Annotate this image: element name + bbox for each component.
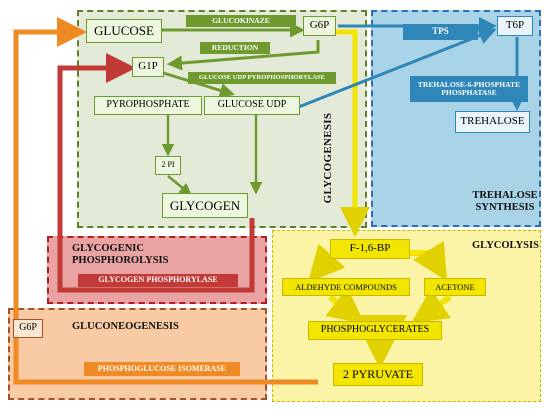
glucose-node: GLUCOSE [86, 19, 162, 43]
pyruvate-node: 2 PYRUVATE [333, 363, 423, 386]
t6p-node: T6P [497, 16, 533, 36]
acetone-node: ACETONE [424, 278, 486, 296]
glucose-udp-node: GLUCOSE UDP [204, 96, 300, 115]
aldehyde-to-phospho-arrow [325, 287, 365, 324]
tps-tag: TPS [403, 24, 478, 40]
gluconeogenesis-region [8, 308, 267, 400]
g6p-to-g1p-arrow [167, 40, 320, 71]
pyrophosphate-node: PYROPHOSPHATE [94, 96, 202, 115]
glucokinase-tag: GLUCOKINAZE [186, 15, 296, 27]
f16bp-to-aldehyde-arrow [308, 243, 346, 283]
g6p-top-node: G6P [303, 16, 336, 36]
g1p-node: G1P [132, 57, 164, 77]
f16bp-to-acetone-arrow [410, 241, 448, 282]
f16bp-node: F-1,6-BP [330, 239, 410, 259]
g6p-to-glycolysis-arrow [336, 29, 370, 237]
phosphorolysis-region [47, 236, 267, 304]
phosphoglucose-isomerase-tag: PHOSPHOGLUCOSE ISOMERASE [84, 362, 240, 376]
aldehyde-node: ALDEHYDE COMPOUNDS [282, 278, 410, 296]
reduction-tag: REDUCTION [200, 42, 270, 54]
t6p-phosphatase-tag: TREHALOSE-6-PHOSPHATE PHOSPHATASE [410, 76, 528, 102]
phosphoglycerates-node: PHOSPHOGLYCERATES [308, 321, 442, 340]
glycogen-phosphorylase-tag: GLYCOGEN PHOSPHORYLASE [78, 274, 238, 287]
udp-to-t6p-arrow [295, 27, 497, 110]
glycogen-node: GLYCOGEN [162, 193, 248, 218]
phosphorolysis-label: GLYCOGENIC PHOSPHOROLYSIS [72, 243, 169, 267]
glycogenesis-label: GLYCOGENESIS [322, 112, 334, 204]
g6p-left-node: G6P [13, 319, 43, 338]
udp-pyrophosphorylase-tag: GLUCOSE UDP PYROPHOSPHORYLASE [188, 72, 336, 84]
trehalose-node: TREHALOSE [455, 111, 530, 133]
2pi-to-glycogen-arrow [167, 175, 192, 196]
trehalose-label: TREHALOSE SYNTHESIS [472, 190, 538, 214]
two-pi-node: 2 PI [155, 156, 181, 175]
phosphorolysis-arrow [57, 53, 255, 293]
glycolysis-label: GLYCOLYSIS [472, 240, 539, 251]
gluconeogenesis-label: GLUCONEOGENESIS [72, 321, 179, 332]
gluconeogenesis-loop-arrow [13, 17, 318, 385]
acetone-to-phospho-arrow [411, 288, 452, 324]
